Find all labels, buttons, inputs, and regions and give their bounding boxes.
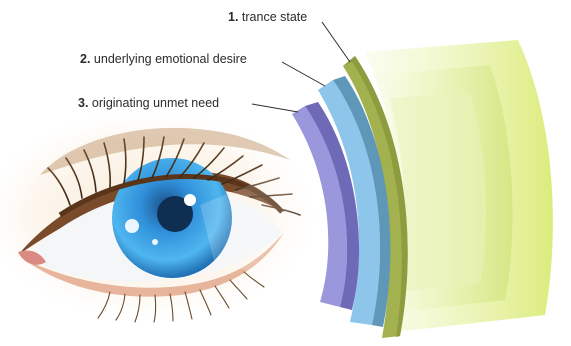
- label-text: trance state: [242, 10, 307, 24]
- eye-highlight-dot: [152, 239, 158, 245]
- eye-highlight: [184, 194, 196, 206]
- label-trance-state: 1. trance state: [228, 10, 307, 24]
- eye-highlight-small: [125, 219, 139, 233]
- label-number: 1.: [228, 10, 238, 24]
- leader-line-2: [282, 62, 325, 86]
- leader-line-3: [252, 104, 298, 112]
- label-number: 2.: [80, 52, 90, 66]
- label-text: originating unmet need: [92, 96, 219, 110]
- label-emotional-desire: 2. underlying emotional desire: [80, 52, 247, 66]
- label-text: underlying emotional desire: [94, 52, 247, 66]
- leader-line-1: [322, 22, 350, 62]
- label-unmet-need: 3. originating unmet need: [78, 96, 219, 110]
- label-number: 3.: [78, 96, 88, 110]
